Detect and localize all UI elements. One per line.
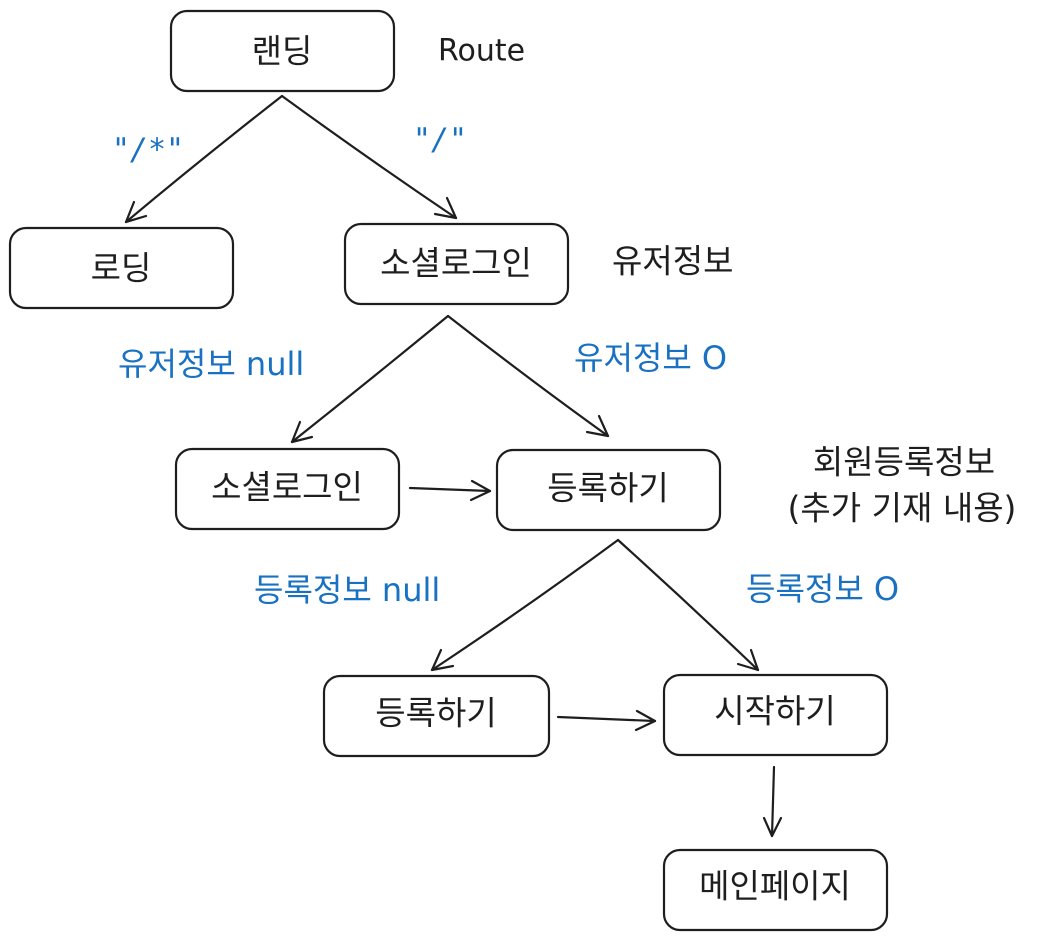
node-register-bottom-label: 등록하기 [375, 694, 496, 733]
cond-path-root: "/" [413, 123, 467, 158]
cond-user-info-o: 유저정보 O [574, 339, 727, 377]
node-loading-label: 로딩 [91, 249, 152, 288]
node-social-login-left: 소셜로그인 [174, 447, 401, 531]
node-main-page: 메인페이지 [662, 848, 889, 932]
edge-social-login-to-register [446, 314, 610, 438]
node-landing: 랜딩 [169, 9, 396, 93]
node-landing-label: 랜딩 [252, 32, 313, 71]
node-main-page-label: 메인페이지 [699, 867, 851, 906]
edge-start-to-main-page [770, 765, 776, 838]
cond-path-wildcard: "/*" [112, 133, 184, 168]
note-member-info-line2: (추가 기재 내용) [788, 489, 1017, 528]
node-register-top: 등록하기 [495, 448, 722, 532]
node-social-login-left-label: 소셜로그인 [211, 468, 363, 507]
arrowhead-social-login-left [290, 420, 314, 444]
edge-landing-to-social-login [280, 94, 458, 220]
arrowhead-start-from-register-bottom [634, 709, 657, 732]
node-register-bottom: 등록하기 [322, 674, 551, 758]
note-user-info: 유저정보 [612, 242, 733, 281]
edges [124, 94, 783, 838]
edge-register-to-start [616, 538, 760, 672]
node-start: 시작하기 [662, 673, 889, 757]
arrowhead-register-bottom [430, 648, 455, 672]
edge-social-login-to-social-login-left [290, 314, 450, 444]
cond-user-info-null: 유저정보 null [118, 345, 304, 383]
arrowhead-start [736, 648, 760, 672]
arrowhead-register-top [585, 414, 610, 438]
arrowhead-main-page [762, 816, 783, 838]
arrowhead-register-from-left [469, 479, 492, 502]
edge-social-login-left-to-register [408, 486, 492, 493]
note-route: Route [438, 34, 525, 69]
node-social-login-top-label: 소셜로그인 [380, 244, 532, 283]
edge-register-to-register-bottom [430, 538, 620, 672]
edge-landing-to-loading [124, 94, 284, 224]
node-start-label: 시작하기 [714, 692, 835, 731]
cond-register-info-null: 등록정보 null [254, 571, 440, 609]
node-social-login-top: 소셜로그인 [343, 222, 570, 306]
note-member-info-line1: 회원등록정보 [813, 443, 995, 482]
node-loading: 로딩 [8, 226, 235, 310]
arrowhead-loading [124, 200, 148, 224]
arrowhead-social-login [433, 196, 458, 220]
edge-register-bottom-to-start [556, 715, 657, 723]
cond-register-info-o: 등록정보 O [746, 570, 899, 608]
node-register-top-label: 등록하기 [547, 469, 668, 508]
